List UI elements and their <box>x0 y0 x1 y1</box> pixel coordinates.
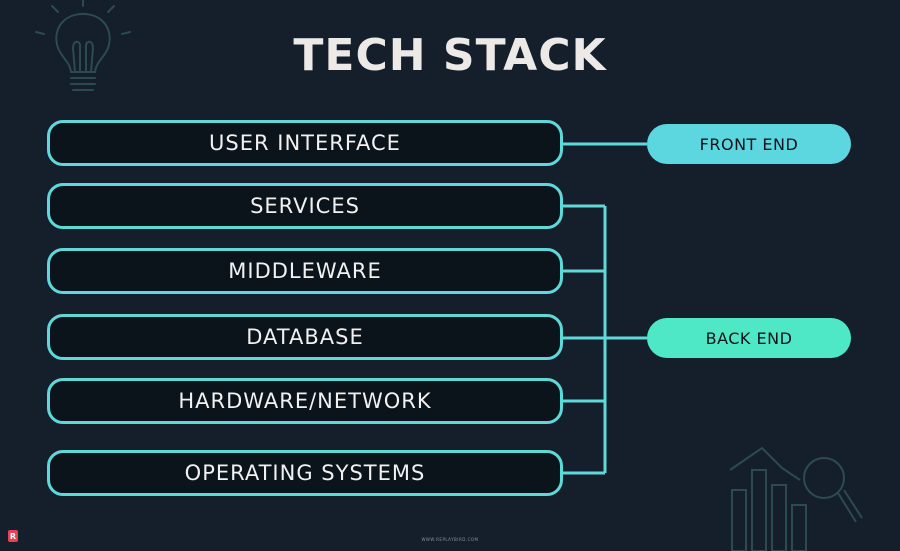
layer-label: DATABASE <box>246 325 364 349</box>
footer-url: WWW.REPLAYBIRD.COM <box>421 537 479 542</box>
layer-label: OPERATING SYSTEMS <box>184 461 426 485</box>
lightbulb-icon <box>35 0 131 91</box>
brand-logo: R <box>8 530 18 542</box>
layer-label: MIDDLEWARE <box>228 259 382 283</box>
layer-label: HARDWARE/NETWORK <box>178 389 432 413</box>
layer-user-interface: USER INTERFACE <box>47 120 563 166</box>
layer-hardware-network: HARDWARE/NETWORK <box>47 378 563 424</box>
layer-middleware: MIDDLEWARE <box>47 248 563 294</box>
back-end-label: BACK END <box>647 318 851 358</box>
layer-services: SERVICES <box>47 183 563 229</box>
layer-database: DATABASE <box>47 314 563 360</box>
layer-label: USER INTERFACE <box>209 131 401 155</box>
layer-operating-systems: OPERATING SYSTEMS <box>47 450 563 496</box>
analytics-chart-icon <box>729 446 863 551</box>
layer-label: SERVICES <box>250 194 360 218</box>
front-end-label: FRONT END <box>647 124 851 164</box>
page-title: TECH STACK <box>293 30 607 81</box>
